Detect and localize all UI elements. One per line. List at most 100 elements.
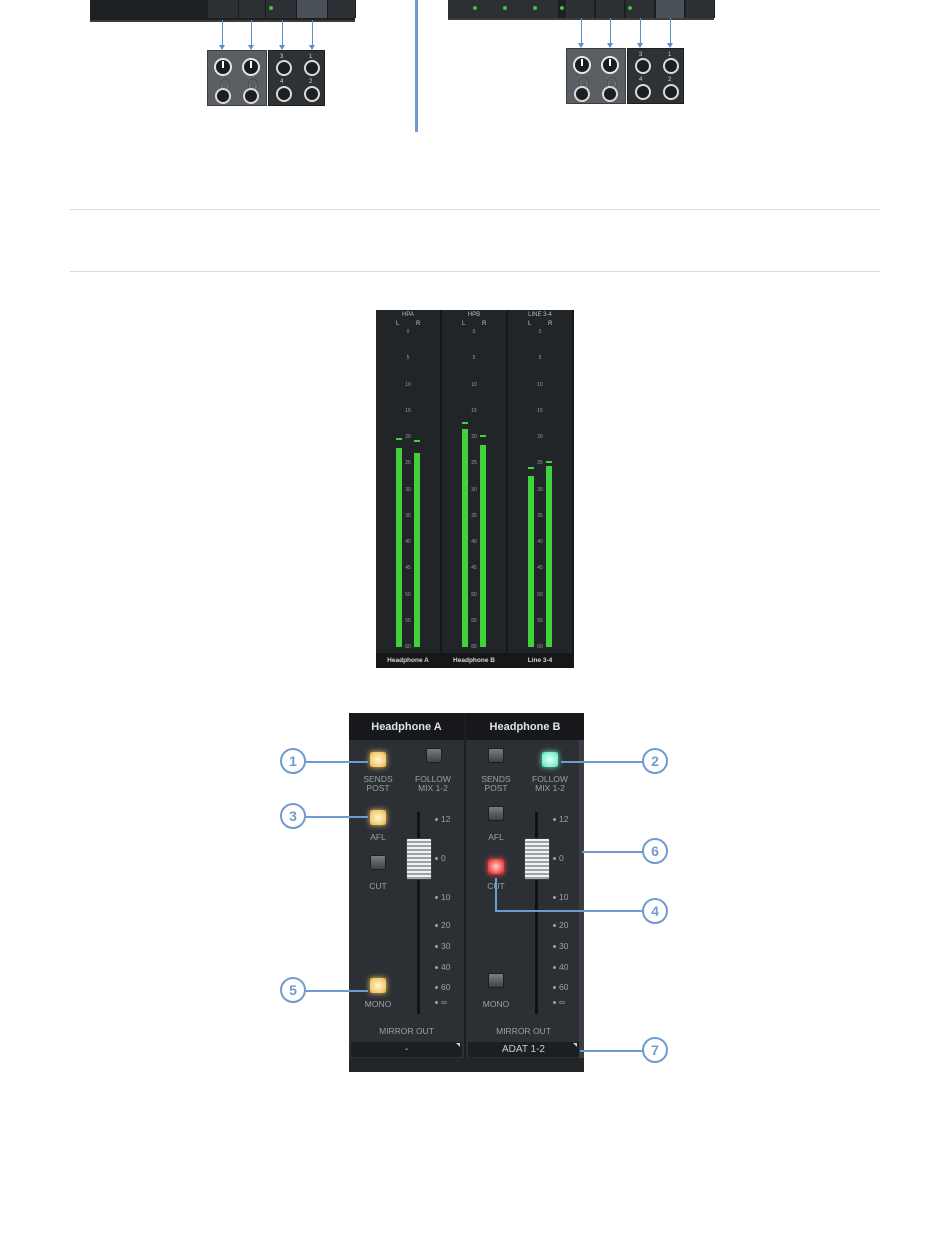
meter-left-label: L bbox=[396, 321, 400, 327]
jack-number: 1 bbox=[309, 54, 313, 60]
meter-scale-label: 30 bbox=[405, 486, 411, 493]
meter-scale-label: 5 bbox=[538, 355, 542, 362]
sends-post-button[interactable] bbox=[370, 752, 386, 767]
afl-button[interactable] bbox=[370, 810, 386, 825]
meter-scale-label: 15 bbox=[471, 407, 477, 414]
mono-button[interactable] bbox=[370, 978, 386, 993]
meter-footer: Line 3-4 bbox=[508, 653, 572, 668]
horizontal-rule bbox=[70, 271, 880, 272]
jack-number: 4 bbox=[280, 79, 284, 85]
headphone-panel-left: 🎧 🎧 bbox=[207, 50, 267, 106]
headphone-panel-right: 🎧 🎧 bbox=[566, 48, 626, 104]
fader-scale-tick: 0 bbox=[435, 853, 446, 863]
strip-cell-selected bbox=[297, 0, 328, 18]
meter-scale-label: 55 bbox=[471, 617, 477, 624]
fader-scale-tick: 30 bbox=[553, 941, 568, 951]
line-jack-icon bbox=[663, 84, 679, 100]
meter-scale-label: 0 bbox=[538, 329, 542, 335]
arrow-down-icon bbox=[637, 18, 643, 48]
afl-button[interactable] bbox=[488, 806, 504, 821]
jack-number: 1 bbox=[668, 52, 672, 58]
meter-right-label: R bbox=[548, 321, 553, 327]
volume-knob-icon bbox=[214, 58, 232, 76]
fader-scale-tick: 0 bbox=[553, 853, 564, 863]
meter-peak-right bbox=[414, 440, 420, 443]
meter-scale-label: 25 bbox=[471, 460, 477, 467]
cut-label: CUT bbox=[369, 881, 387, 891]
meter-scale-label: 5 bbox=[472, 355, 476, 362]
cut-button[interactable] bbox=[370, 855, 386, 870]
meter-right-label: R bbox=[482, 321, 487, 327]
meter-scale-label: 25 bbox=[405, 460, 411, 467]
jack-number: 3 bbox=[280, 54, 284, 60]
mono-label: MONO bbox=[364, 999, 392, 1009]
callout-1: 1 bbox=[280, 748, 306, 774]
follow-mix-button[interactable] bbox=[542, 752, 558, 767]
fader-scale-tick: 30 bbox=[435, 941, 450, 951]
headphone-jack-icon bbox=[215, 88, 231, 104]
mirror-out-select[interactable]: ADAT 1-2 bbox=[468, 1042, 579, 1057]
meter-bar-right bbox=[480, 444, 486, 647]
callout-line bbox=[580, 1050, 643, 1052]
meter-scale-label: 15 bbox=[537, 407, 543, 414]
meter-scale-label: 50 bbox=[537, 591, 543, 598]
fader-track[interactable] bbox=[417, 812, 420, 1014]
status-led-icon bbox=[628, 6, 632, 10]
meter-bar-right bbox=[414, 452, 420, 647]
volume-fader-handle[interactable] bbox=[406, 838, 432, 880]
meter-peak-left bbox=[528, 466, 534, 469]
meter-peak-left bbox=[396, 437, 402, 440]
line-jack-icon bbox=[276, 86, 292, 102]
meter-left-label: L bbox=[462, 321, 466, 327]
diagram-divider bbox=[415, 0, 418, 132]
fader-track[interactable] bbox=[535, 812, 538, 1014]
headphone-icon: 🎧 bbox=[218, 78, 232, 90]
mirror-out-select[interactable]: - bbox=[351, 1042, 462, 1057]
jack-number: 3 bbox=[639, 52, 643, 58]
line-jack-icon bbox=[663, 58, 679, 74]
line-out-panel-left: 3 1 4 2 bbox=[268, 50, 325, 106]
callout-7: 7 bbox=[642, 1037, 668, 1063]
callout-5: 5 bbox=[280, 977, 306, 1003]
meter-scale-label: 45 bbox=[471, 565, 477, 572]
callout-line bbox=[495, 878, 497, 912]
status-led-icon bbox=[560, 6, 564, 10]
headphone-icon: 🎧 bbox=[577, 76, 591, 88]
callout-line bbox=[306, 990, 368, 992]
headphone-icon: 🎧 bbox=[246, 78, 260, 90]
callout-line bbox=[306, 761, 368, 763]
horizontal-rule bbox=[70, 209, 880, 210]
volume-knob-icon bbox=[242, 58, 260, 76]
status-led-icon bbox=[533, 6, 537, 10]
meter-scale-label: 40 bbox=[471, 539, 477, 545]
meter-bar-right bbox=[546, 465, 552, 647]
volume-fader-handle[interactable] bbox=[524, 838, 550, 880]
fader-scale-tick: 40 bbox=[435, 962, 450, 972]
meter-bar-left bbox=[396, 447, 402, 647]
follow-mix-button[interactable] bbox=[426, 748, 442, 763]
callout-line bbox=[582, 851, 643, 853]
jack-number: 4 bbox=[639, 77, 643, 83]
mono-button[interactable] bbox=[488, 973, 504, 988]
sends-post-button[interactable] bbox=[488, 748, 504, 763]
headphone-jack-icon bbox=[243, 88, 259, 104]
strip-cell bbox=[208, 0, 239, 18]
meter-peak-right bbox=[546, 461, 552, 464]
meter-peak-left bbox=[462, 421, 468, 424]
arrow-down-icon bbox=[219, 20, 225, 50]
cut-button[interactable] bbox=[488, 859, 504, 874]
headphone-jack-icon bbox=[574, 86, 590, 102]
meter-scale-label: 35 bbox=[537, 512, 543, 519]
callout-3: 3 bbox=[280, 803, 306, 829]
callout-2: 2 bbox=[642, 748, 668, 774]
meter-right-label: R bbox=[416, 321, 421, 327]
volume-knob-icon bbox=[573, 56, 591, 74]
channel-separator bbox=[464, 713, 466, 1072]
fader-scale-tick: 40 bbox=[553, 962, 568, 972]
meter-scale-label: 50 bbox=[405, 591, 411, 598]
